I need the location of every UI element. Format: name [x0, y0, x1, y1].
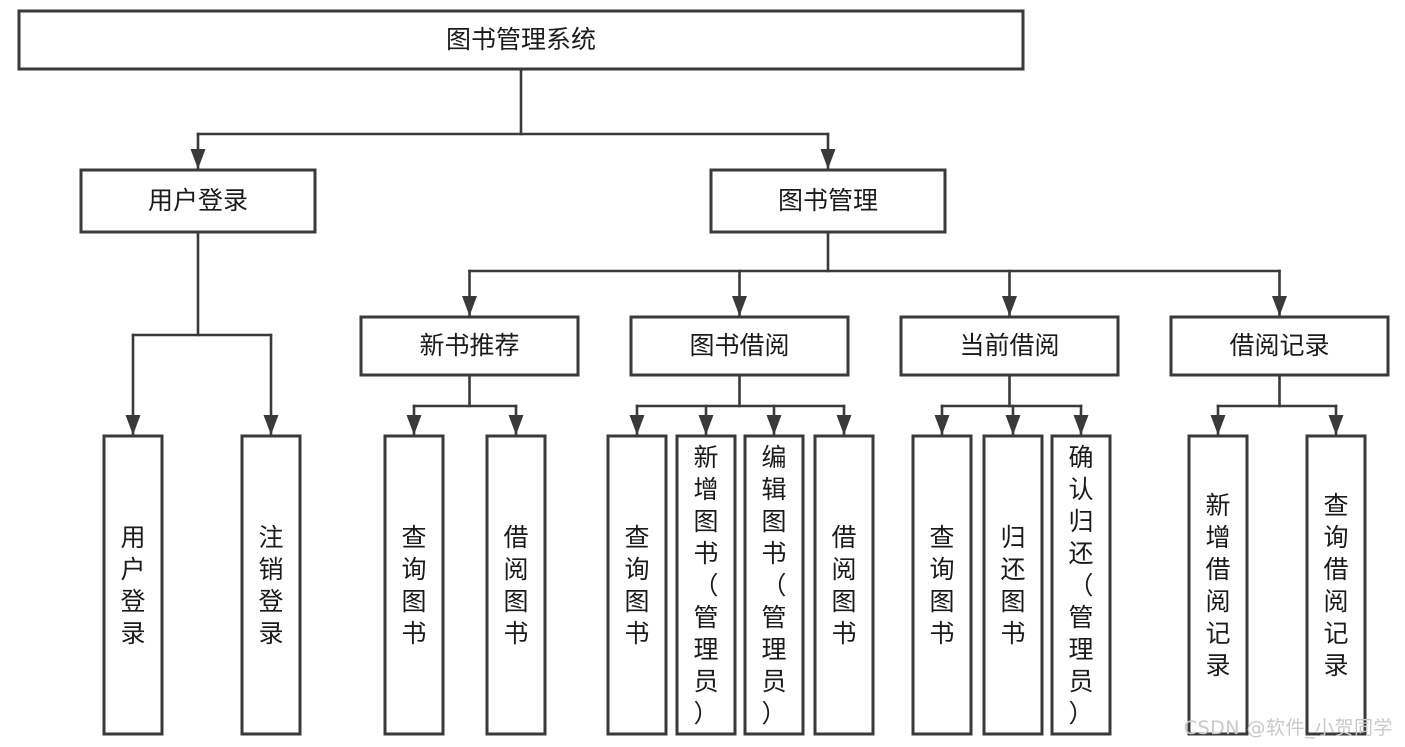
node-new-book-rec[interactable]: 新书推荐 [359, 315, 580, 377]
node-leaf-add-book-box[interactable] [675, 434, 737, 736]
arrow-head-icon [934, 415, 950, 435]
node-user-login[interactable]: 用户登录 [79, 168, 317, 234]
node-leaf-query-record-box[interactable] [1305, 434, 1367, 736]
node-leaf-borrow-book-2[interactable]: 借阅图书 [813, 434, 875, 736]
node-leaf-return-book[interactable]: 归还图书 [982, 434, 1044, 736]
node-leaf-user-login-box[interactable] [102, 434, 164, 736]
arrow-head-icon [629, 415, 645, 435]
node-user-login-label: 用户登录 [148, 186, 248, 215]
arrow-head-icon [462, 296, 477, 316]
node-leaf-query-book-1-box[interactable] [383, 434, 445, 736]
node-leaf-return-book-box[interactable] [982, 434, 1044, 736]
node-leaf-add-record[interactable]: 新增借阅记录 [1187, 434, 1249, 736]
arrow-head-icon [190, 149, 206, 169]
node-leaf-query-record[interactable]: 查询借阅记录 [1305, 434, 1367, 736]
arrow-head-icon [820, 149, 836, 169]
arrow-head-icon [1210, 415, 1226, 435]
node-leaf-user-login[interactable]: 用户登录 [102, 434, 164, 736]
node-new-book-rec-label: 新书推荐 [419, 331, 519, 360]
node-leaf-confirm-return-box[interactable] [1050, 434, 1112, 736]
node-leaf-add-book-label: 新增图书（管理员） [693, 443, 718, 728]
node-leaf-query-book-2-box[interactable] [606, 434, 668, 736]
arrow-head-icon [766, 415, 782, 435]
node-leaf-confirm-return-label: 确认归还（管理员） [1068, 443, 1093, 728]
node-leaf-query-book-1[interactable]: 查询图书 [383, 434, 445, 736]
node-root-system[interactable]: 图书管理系统 [17, 9, 1025, 71]
watermark-text: CSDN @软件_小贺同学 [1183, 717, 1393, 739]
node-leaf-confirm-return[interactable]: 确认归还（管理员） [1050, 434, 1112, 736]
node-book-manage-box[interactable] [709, 168, 947, 234]
node-book-borrow-box[interactable] [629, 315, 850, 377]
node-leaf-add-record-label: 新增借阅记录 [1205, 491, 1230, 680]
node-leaf-borrow-book-2-label: 借阅图书 [831, 523, 856, 648]
node-leaf-edit-book[interactable]: 编辑图书（管理员） [743, 434, 805, 736]
node-borrow-record-label: 借阅记录 [1229, 331, 1329, 360]
node-leaf-query-book-3-box[interactable] [911, 434, 973, 736]
node-leaf-edit-book-box[interactable] [743, 434, 805, 736]
node-leaf-query-book-3-label: 查询图书 [929, 523, 954, 648]
node-leaf-query-record-label: 查询借阅记录 [1323, 491, 1348, 680]
node-leaf-edit-book-label: 编辑图书（管理员） [761, 443, 786, 728]
node-layer: 图书管理系统用户登录图书管理新书推荐图书借阅当前借阅借阅记录用户登录注销登录查询… [17, 9, 1390, 736]
node-borrow-record[interactable]: 借阅记录 [1169, 315, 1390, 377]
arrow-head-icon [508, 415, 524, 435]
arrow-head-icon [125, 415, 141, 435]
arrow-head-icon [1005, 415, 1021, 435]
node-current-borrow-label: 当前借阅 [959, 331, 1059, 360]
node-leaf-query-book-2[interactable]: 查询图书 [606, 434, 668, 736]
node-leaf-borrow-book-2-box[interactable] [813, 434, 875, 736]
node-leaf-borrow-book-1-box[interactable] [485, 434, 547, 736]
node-book-borrow[interactable]: 图书借阅 [629, 315, 850, 377]
arrow-head-icon [836, 415, 852, 435]
node-root-system-label: 图书管理系统 [446, 25, 596, 54]
node-leaf-borrow-book-1[interactable]: 借阅图书 [485, 434, 547, 736]
arrow-head-icon [1272, 296, 1287, 316]
node-leaf-user-login-label: 用户登录 [120, 523, 145, 648]
arrow-head-icon [698, 415, 714, 435]
arrow-head-icon [1002, 296, 1017, 316]
node-borrow-record-box[interactable] [1169, 315, 1390, 377]
node-leaf-user-logout-box[interactable] [240, 434, 302, 736]
connector-layer [125, 67, 1344, 437]
node-leaf-user-logout-label: 注销登录 [258, 523, 283, 648]
arrow-head-icon [1328, 415, 1344, 435]
node-leaf-borrow-book-1-label: 借阅图书 [503, 523, 528, 648]
node-leaf-query-book-2-label: 查询图书 [624, 523, 649, 648]
node-new-book-rec-box[interactable] [359, 315, 580, 377]
node-leaf-return-book-label: 归还图书 [1000, 523, 1025, 648]
node-leaf-add-book[interactable]: 新增图书（管理员） [675, 434, 737, 736]
arrow-head-icon [1073, 415, 1089, 435]
node-leaf-add-record-box[interactable] [1187, 434, 1249, 736]
node-book-manage[interactable]: 图书管理 [709, 168, 947, 234]
node-book-borrow-label: 图书借阅 [689, 331, 789, 360]
node-book-manage-label: 图书管理 [778, 186, 878, 215]
node-current-borrow-box[interactable] [899, 315, 1120, 377]
arrow-head-icon [732, 296, 747, 316]
node-leaf-query-book-3[interactable]: 查询图书 [911, 434, 973, 736]
node-current-borrow[interactable]: 当前借阅 [899, 315, 1120, 377]
node-user-login-box[interactable] [79, 168, 317, 234]
node-root-system-box[interactable] [17, 9, 1025, 71]
arrow-head-icon [406, 415, 422, 435]
node-leaf-query-book-1-label: 查询图书 [401, 523, 426, 648]
arrow-head-icon [263, 415, 279, 435]
node-leaf-user-logout[interactable]: 注销登录 [240, 434, 302, 736]
